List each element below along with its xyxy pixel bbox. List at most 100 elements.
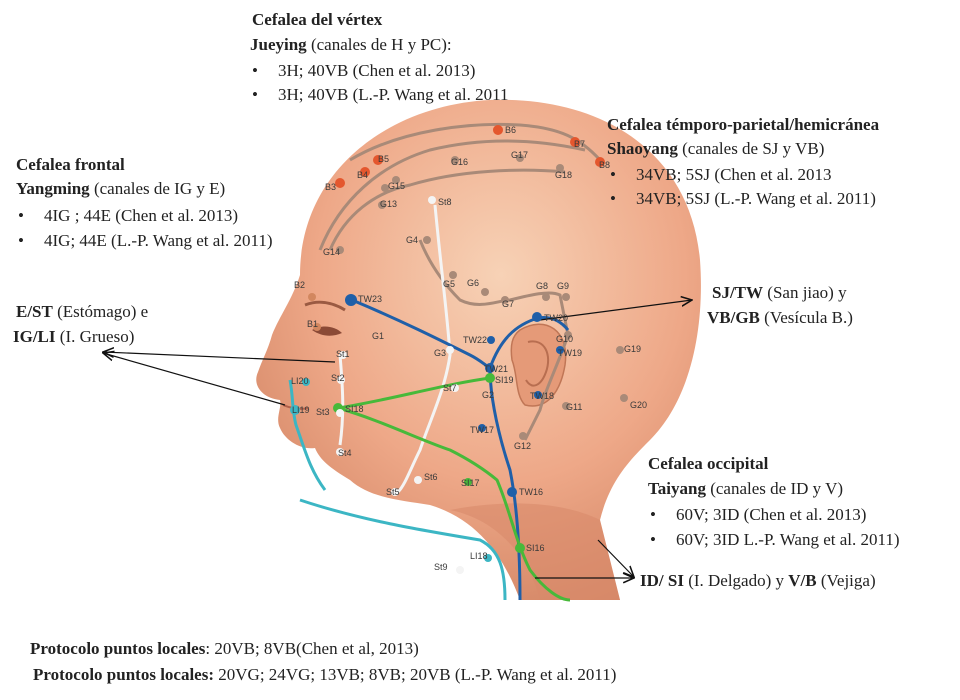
- point-label: St2: [331, 373, 345, 383]
- sanjiao-label-2: VB/GB (Vesícula B.): [707, 308, 853, 327]
- point-dot: [428, 196, 436, 204]
- point-label: G5: [443, 279, 455, 289]
- point-label: B5: [378, 154, 389, 164]
- gallbladder-channel-temple: [418, 239, 570, 441]
- point-label: B3: [325, 182, 336, 192]
- point-dot: [493, 125, 503, 135]
- frontal-item-2: •4IG; 44E (L.-P. Wang et al. 2011): [18, 231, 273, 250]
- temporal-item-1: •34VB; 5SJ (Chen et al. 2013: [610, 165, 832, 184]
- estomago-label-2: IG/LI (I. Grueso): [13, 327, 135, 346]
- protocol-line-2: Protocolo puntos locales: 20VG; 24VG; 13…: [33, 665, 617, 684]
- point-dot: [339, 351, 347, 359]
- point-label: B8: [599, 160, 610, 170]
- arrow-to-estomago-1: [103, 352, 336, 363]
- point-dot: [373, 155, 383, 165]
- point-labels: B1 B2 B3 B4 B5 B6 B7 B8 G1 G2 G3 G4 G5 G…: [291, 125, 647, 572]
- point-dot: [336, 409, 344, 417]
- occipital-title: Cefalea occipital: [648, 454, 769, 473]
- point-label: SI17: [461, 478, 480, 488]
- point-label: B4: [357, 170, 368, 180]
- gallbladder-channel-outer: [318, 139, 586, 251]
- point-dot: [519, 432, 527, 440]
- point-label: B2: [294, 280, 305, 290]
- point-dot: [391, 488, 399, 496]
- point-label: TW16: [519, 487, 543, 497]
- point-dot: [620, 394, 628, 402]
- point-label: St9: [434, 562, 448, 572]
- sanjiao-label-1: SJ/TW (San jiao) y: [712, 283, 847, 302]
- point-dot: [345, 294, 357, 306]
- vertex-title: Cefalea del vértex: [252, 10, 383, 29]
- point-label: G13: [380, 199, 397, 209]
- point-dot: [446, 346, 454, 354]
- protocol-line-1: Protocolo puntos locales: 20VB; 8VB(Chen…: [30, 639, 419, 658]
- point-dot: [478, 424, 486, 432]
- point-dot: [481, 288, 489, 296]
- point-label: G17: [511, 150, 528, 160]
- point-dot: [381, 184, 389, 192]
- point-label: G9: [557, 281, 569, 291]
- point-dot: [449, 271, 457, 279]
- point-label: LI20: [291, 376, 309, 386]
- neck-shade: [450, 503, 620, 600]
- stomach-channel: [338, 204, 452, 494]
- vertex-item-2: •3H; 40VB (L.-P. Wang et al. 2011: [252, 85, 509, 104]
- point-dot: [616, 346, 624, 354]
- point-dot: [302, 378, 310, 386]
- point-label: G1: [372, 331, 384, 341]
- occipital-item-2: •60V; 3ID L.-P. Wang et al. 2011): [650, 530, 900, 549]
- point-dot: [451, 156, 459, 164]
- point-label: St7: [443, 383, 457, 393]
- point-dot: [308, 293, 316, 301]
- point-label: TW22: [463, 335, 487, 345]
- point-dot: [336, 448, 344, 456]
- point-label: LI19: [292, 405, 310, 415]
- point-dot: [534, 391, 542, 399]
- ear-inner: [525, 340, 550, 387]
- point-dot: [451, 384, 459, 392]
- point-dot: [378, 201, 386, 209]
- point-label: G12: [514, 441, 531, 451]
- point-label: G7: [502, 299, 514, 309]
- eyebrow: [304, 300, 346, 312]
- point-dot: [507, 487, 517, 497]
- point-dot: [484, 554, 492, 562]
- arrow-to-estomago-2: [103, 353, 286, 406]
- point-label: G15: [388, 181, 405, 191]
- point-label: LI18: [470, 551, 488, 561]
- point-label: G2: [482, 390, 494, 400]
- point-label: TW18: [530, 391, 554, 401]
- point-label: TW19: [558, 348, 582, 358]
- point-dot: [464, 478, 472, 486]
- point-label: TW21: [484, 364, 508, 374]
- gallbladder-channel-inner: [328, 168, 566, 251]
- point-dot: [456, 566, 464, 574]
- point-label: SI18: [345, 404, 364, 414]
- point-dot: [485, 373, 495, 383]
- point-label: G18: [555, 170, 572, 180]
- point-dot: [532, 312, 542, 322]
- point-dot: [335, 178, 345, 188]
- delgado-label: ID/ SI (I. Delgado) y V/B (Vejiga): [640, 571, 876, 590]
- point-label: G10: [556, 334, 573, 344]
- point-dot: [556, 164, 564, 172]
- point-label: SI16: [526, 543, 545, 553]
- vertex-meridian: Jueying (canales de H y PC):: [250, 35, 452, 54]
- occipital-meridian: Taiyang (canales de ID y V): [648, 479, 844, 498]
- point-dot: [485, 363, 495, 373]
- point-dot: [336, 246, 344, 254]
- point-label: SI19: [495, 375, 514, 385]
- vertex-item-1: •3H; 40VB (Chen et al. 2013): [252, 61, 476, 80]
- point-dot: [542, 293, 550, 301]
- point-dot: [423, 236, 431, 244]
- point-dot: [313, 323, 321, 331]
- point-label: B1: [307, 319, 318, 329]
- temporal-meridian: Shaoyang (canales de SJ y VB): [607, 139, 825, 158]
- point-label: G19: [624, 344, 641, 354]
- point-label: G3: [434, 348, 446, 358]
- point-label: TW20: [544, 313, 568, 323]
- arrow-to-sanjiao: [539, 300, 692, 321]
- point-dot: [562, 402, 570, 410]
